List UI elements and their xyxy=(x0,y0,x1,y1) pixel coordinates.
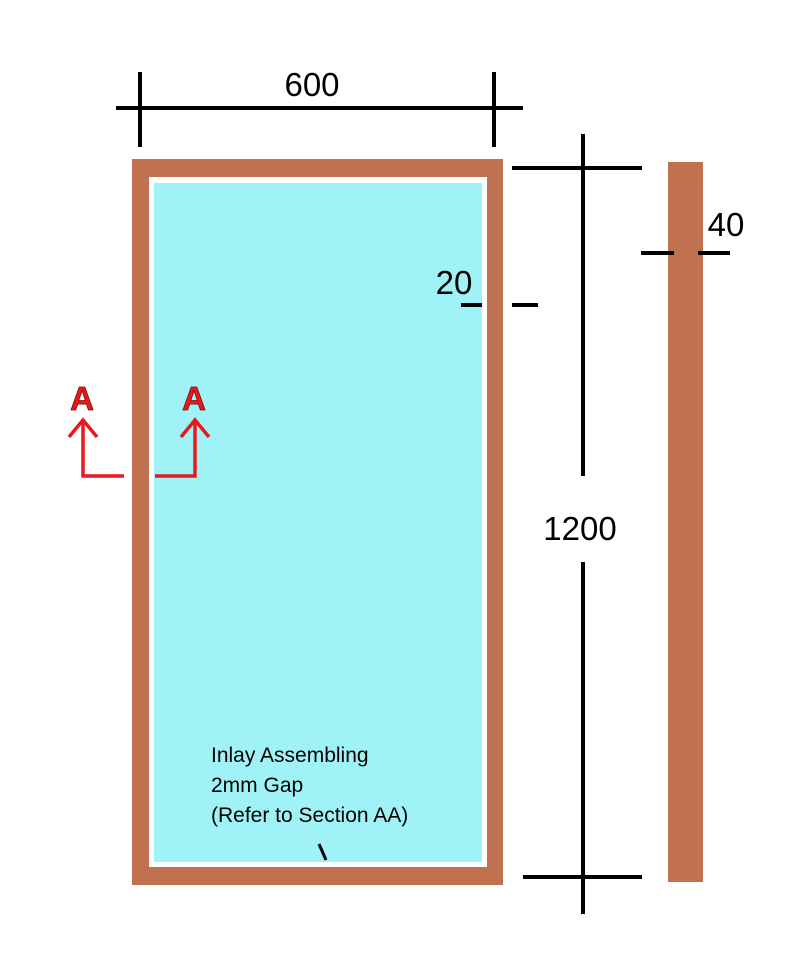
section-marker xyxy=(67,417,211,478)
note-line-3: (Refer to Section AA) xyxy=(211,804,408,827)
section-line-right xyxy=(155,420,197,478)
glass-panel xyxy=(154,183,482,862)
thickness-label: 40 xyxy=(708,206,745,243)
note-line-2: 2mm Gap xyxy=(211,774,303,797)
section-label-right: A xyxy=(182,380,206,417)
note-leader-line xyxy=(317,843,328,861)
width-dimension xyxy=(116,72,523,147)
inlay-note: Inlay Assembling 2mm Gap (Refer to Secti… xyxy=(211,744,408,861)
note-line-1: Inlay Assembling xyxy=(211,744,369,767)
width-dimension-label: 600 xyxy=(284,66,339,103)
height-dimension-label: 1200 xyxy=(543,510,616,547)
side-view-strip xyxy=(668,162,703,882)
front-elevation xyxy=(132,159,503,885)
frame-width-label: 20 xyxy=(436,264,473,301)
height-dimension xyxy=(512,134,642,914)
section-line-left xyxy=(81,420,124,478)
section-label-left: A xyxy=(70,380,94,417)
